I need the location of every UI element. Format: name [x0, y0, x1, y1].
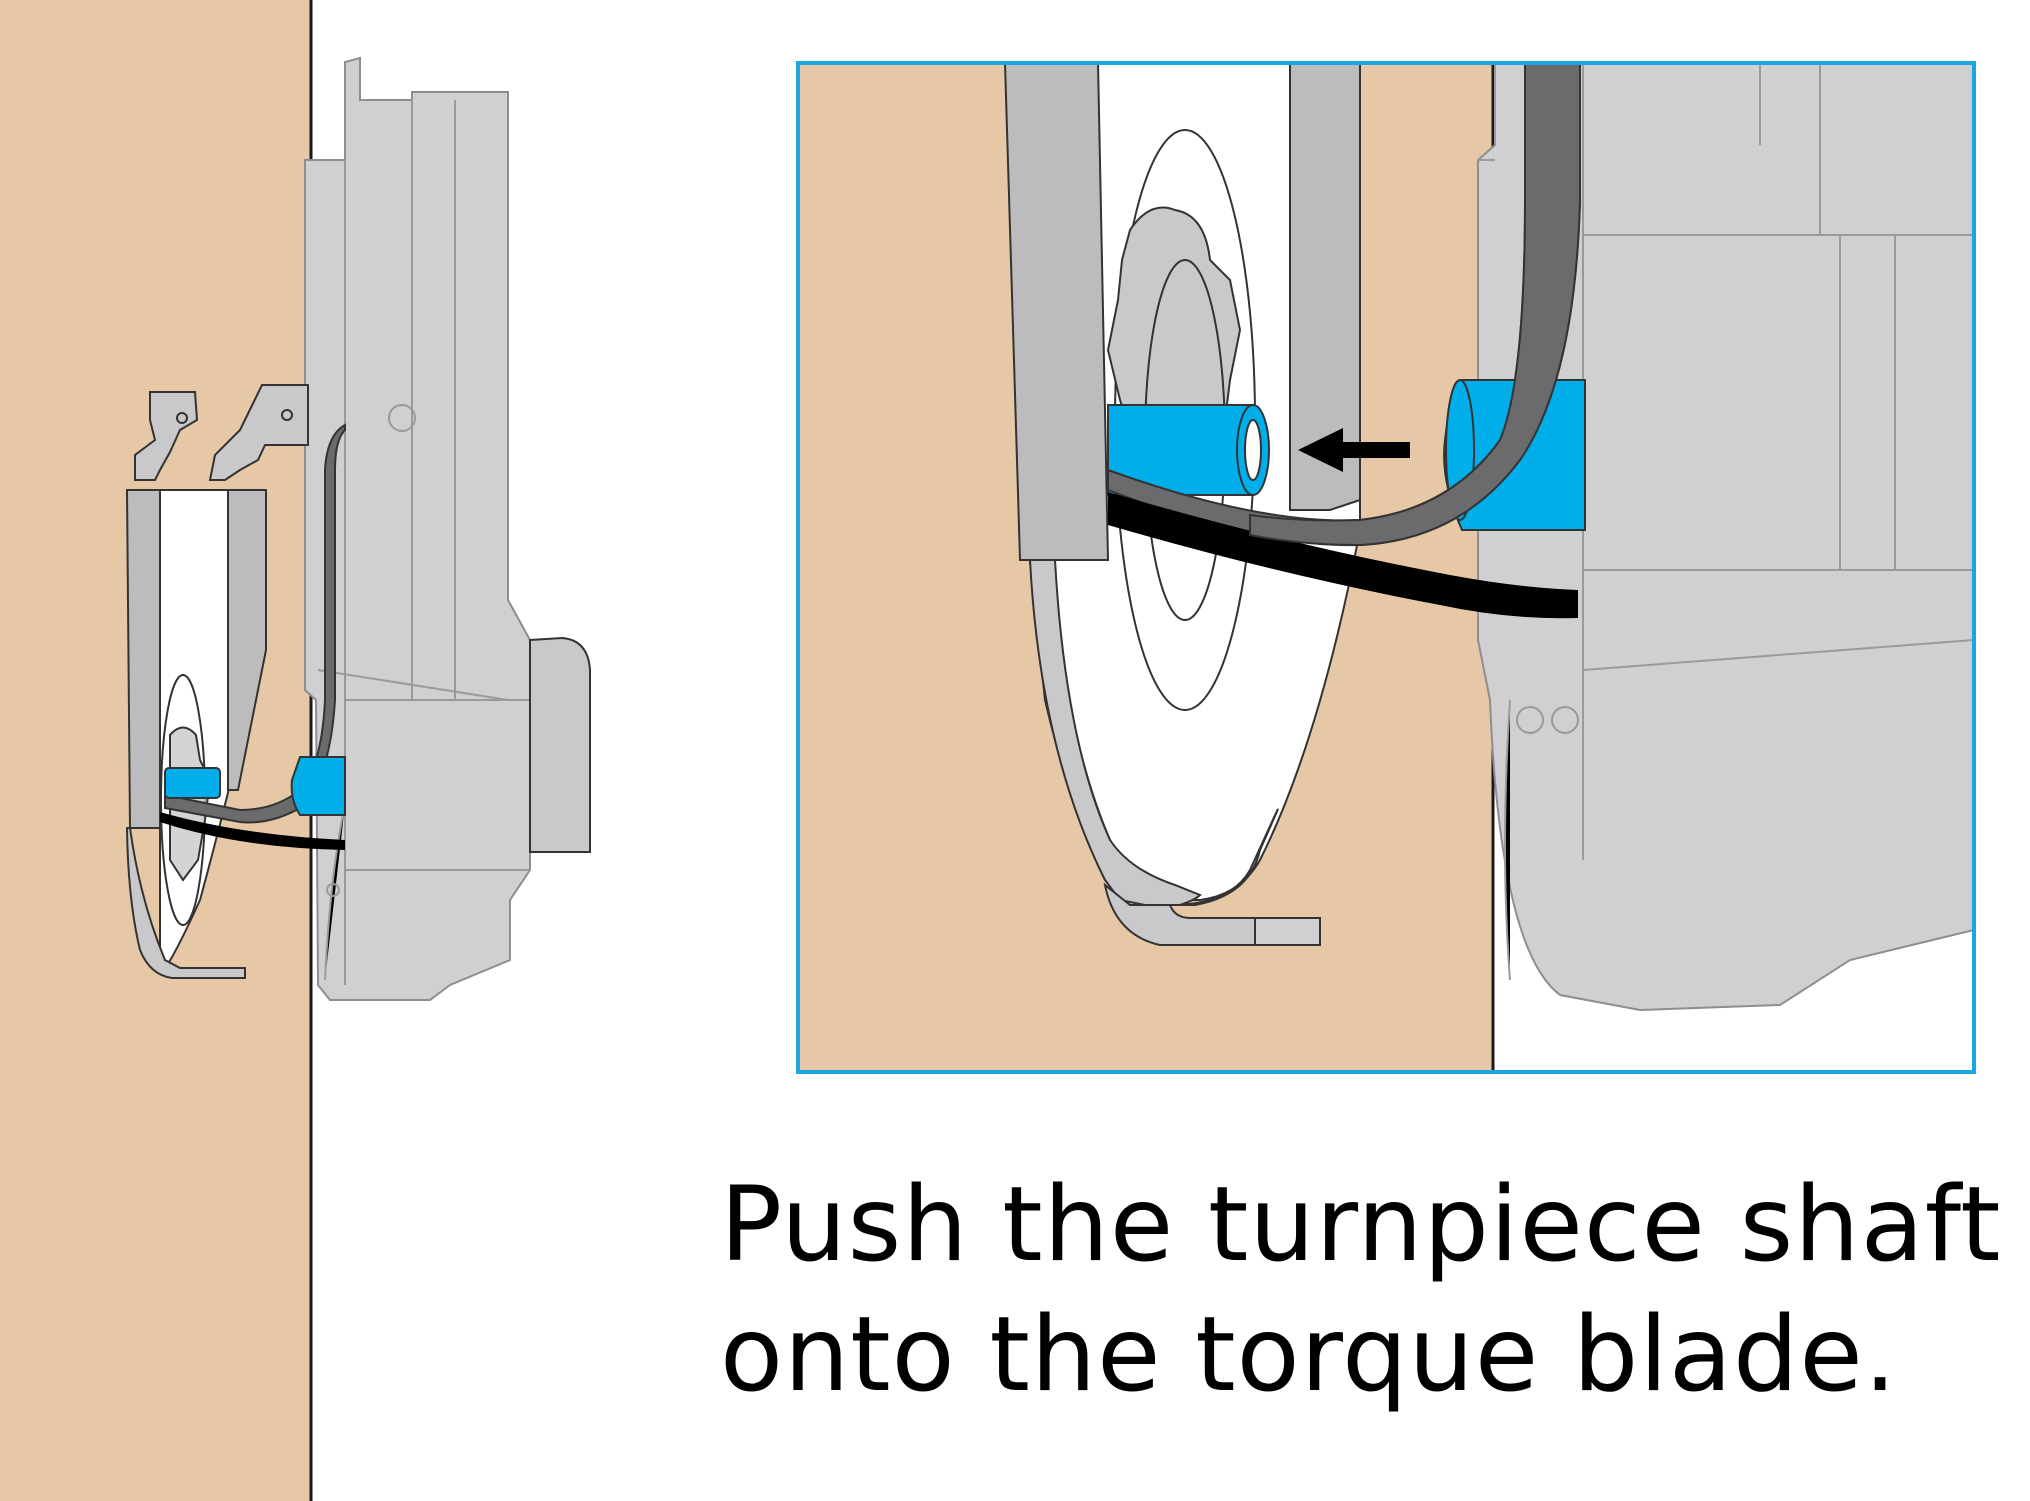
shaft-coupler-overview — [292, 757, 345, 815]
overview-view — [0, 0, 590, 1501]
instruction-line-2: onto the torque blade. — [720, 1290, 2010, 1420]
detail-view — [798, 63, 1974, 1072]
instruction-line-1: Push the turnpiece shaft — [720, 1160, 2010, 1290]
turnpiece-shaft-overview — [165, 768, 220, 798]
thumbturn-plate — [530, 638, 590, 852]
instruction-text: Push the turnpiece shaft onto the torque… — [720, 1160, 2010, 1420]
lock-body — [305, 58, 530, 1000]
